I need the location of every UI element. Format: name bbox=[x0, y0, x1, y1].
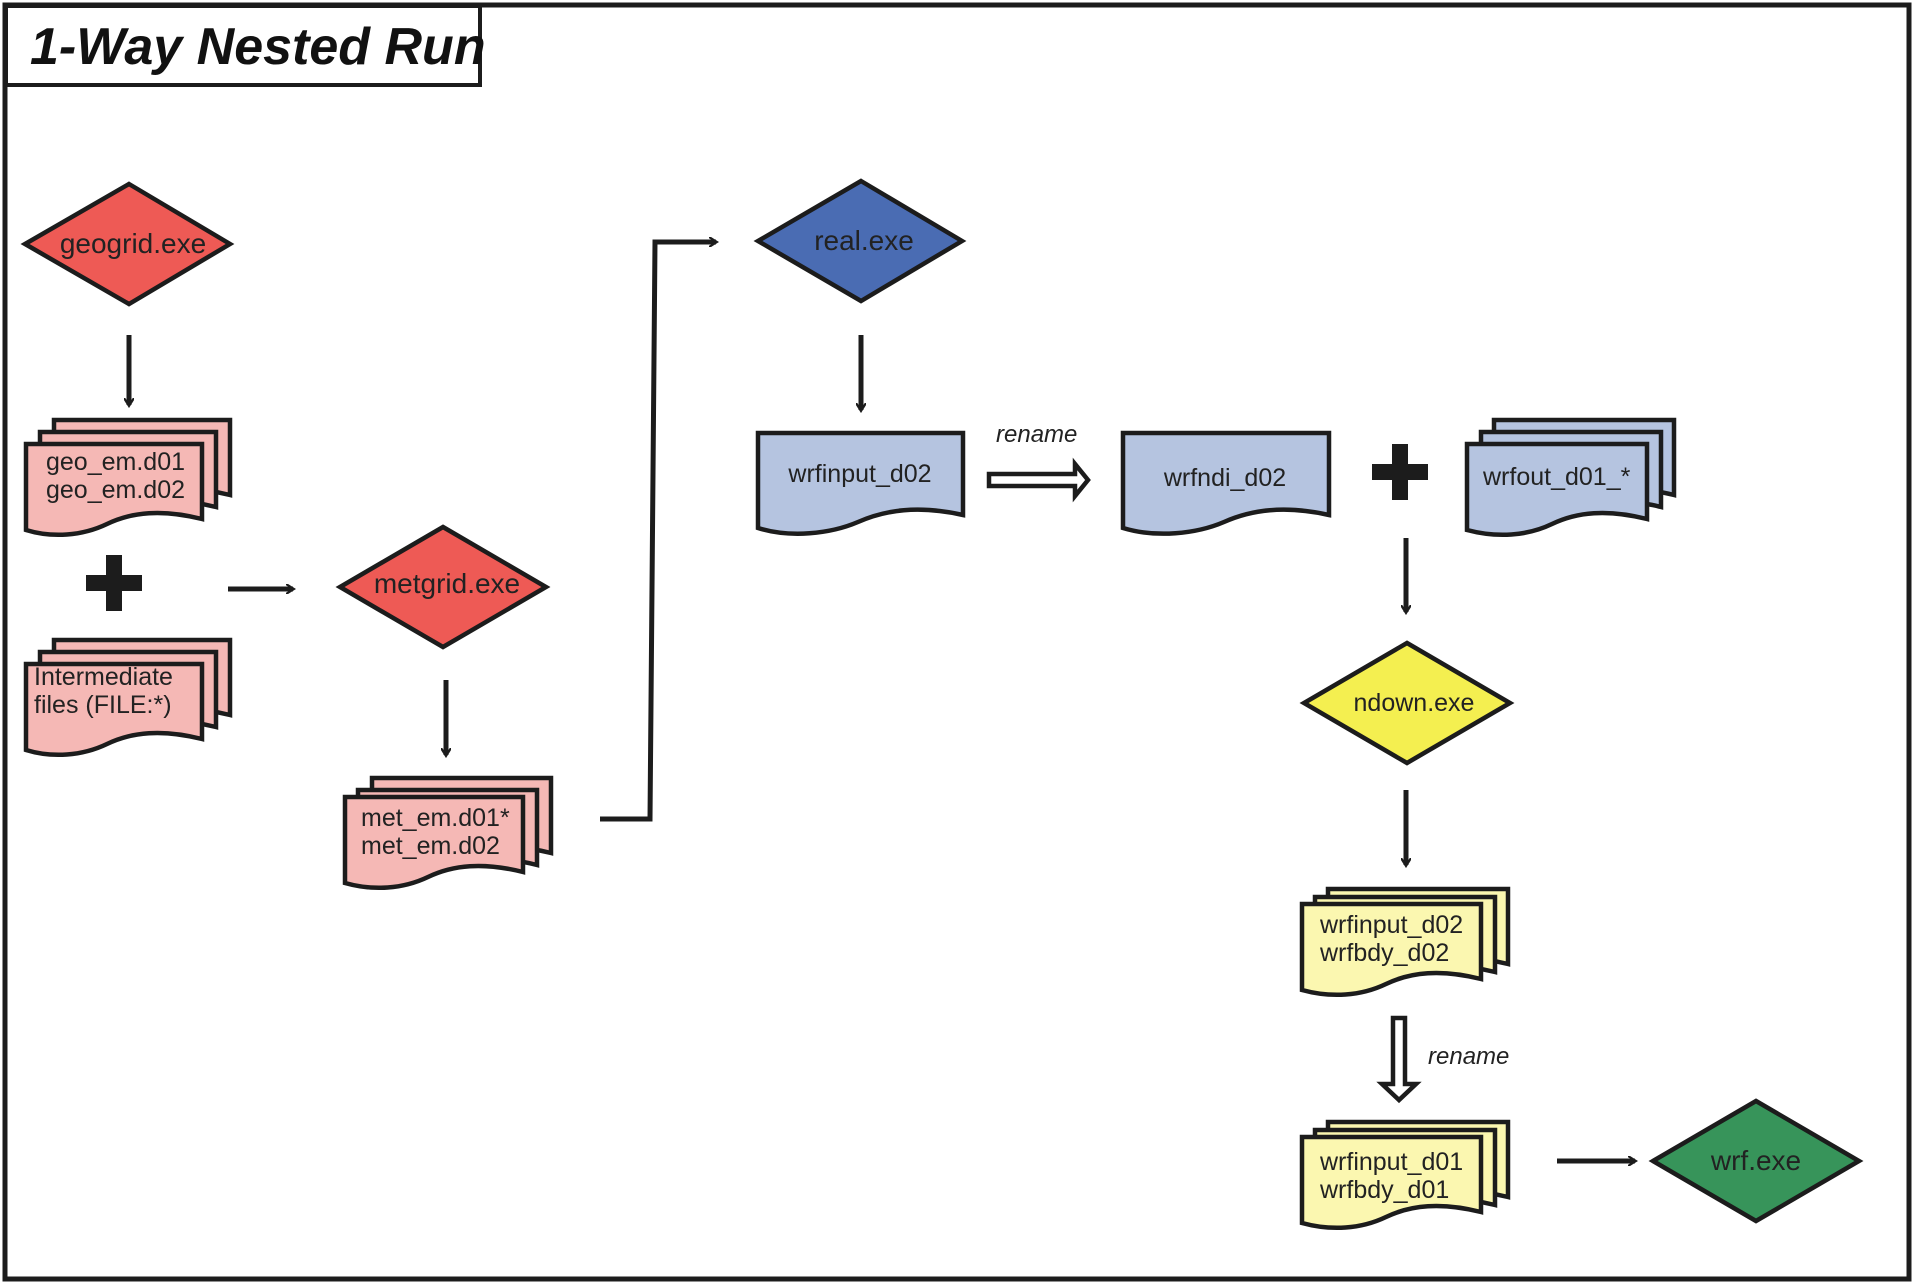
real-node: real.exe bbox=[753, 178, 967, 304]
wrfndi-label: wrfndi_d02 bbox=[1163, 464, 1286, 492]
geo-em-d02-label: geo_em.d02 bbox=[46, 476, 185, 504]
geo-em-d01-label: geo_em.d01 bbox=[46, 448, 185, 476]
geogrid-label: geogrid.exe bbox=[60, 228, 206, 259]
metgrid-node: metgrid.exe bbox=[335, 524, 551, 650]
intermediate-label-line2: files (FILE:*) bbox=[34, 691, 172, 719]
wrfout-file-stack: wrfout_d01_* bbox=[1464, 417, 1677, 538]
wrf-node: wrf.exe bbox=[1648, 1098, 1864, 1224]
rename-label-1: rename bbox=[996, 421, 1077, 448]
ndown-output-d02-input-label: wrfinput_d02 bbox=[1319, 911, 1463, 939]
final-input-file-stack: wrfinput_d01 wrfbdy_d01 bbox=[1299, 1119, 1511, 1231]
ndown-label: ndown.exe bbox=[1354, 689, 1475, 717]
met-em-d01-label: met_em.d01* bbox=[361, 804, 510, 832]
wrf-diamond bbox=[1648, 1098, 1864, 1224]
wrfout-label: wrfout_d01_* bbox=[1482, 463, 1631, 491]
rename-label-2: rename bbox=[1428, 1043, 1509, 1070]
metgrid-diamond bbox=[335, 524, 551, 650]
title-box: 1-Way Nested Run bbox=[4, 4, 486, 87]
geogrid-diamond bbox=[20, 181, 235, 307]
real-label: real.exe bbox=[814, 225, 914, 256]
double-arrow-icon bbox=[1376, 1015, 1422, 1104]
connector-met-em-to-real bbox=[600, 242, 716, 822]
met-em-d02-label: met_em.d02 bbox=[361, 832, 500, 860]
met-em-file-stack: met_em.d01* met_em.d02 bbox=[342, 775, 554, 891]
ndown-node: ndown.exe bbox=[1299, 640, 1515, 766]
ndown-output-d02-bdy-label: wrfbdy_d02 bbox=[1319, 939, 1449, 967]
intermediate-label-line1: Intermediate bbox=[34, 663, 173, 691]
intermediate-file-stack: Intermediate files (FILE:*) bbox=[23, 637, 233, 758]
real-diamond bbox=[753, 178, 967, 304]
final-d01-input-label: wrfinput_d01 bbox=[1319, 1148, 1463, 1176]
ndown-output-file-stack: wrfinput_d02 wrfbdy_d02 bbox=[1299, 886, 1511, 998]
metgrid-label: metgrid.exe bbox=[374, 568, 520, 599]
double-arrow-icon bbox=[986, 457, 1091, 503]
page-title: 1-Way Nested Run bbox=[30, 18, 486, 76]
geogrid-node: geogrid.exe bbox=[20, 181, 235, 307]
plus-icon bbox=[86, 555, 142, 611]
wrfinput-real-file: wrfinput_d02 bbox=[755, 430, 966, 536]
wrf-label: wrf.exe bbox=[1710, 1145, 1801, 1176]
wrfinput-real-label: wrfinput_d02 bbox=[787, 460, 931, 488]
final-d01-bdy-label: wrfbdy_d01 bbox=[1319, 1176, 1449, 1204]
wrfndi-file: wrfndi_d02 bbox=[1120, 430, 1332, 536]
ndown-diamond bbox=[1299, 640, 1515, 766]
geo-em-file-stack: geo_em.d01 geo_em.d02 bbox=[23, 417, 233, 538]
plus-icon bbox=[1372, 444, 1428, 500]
